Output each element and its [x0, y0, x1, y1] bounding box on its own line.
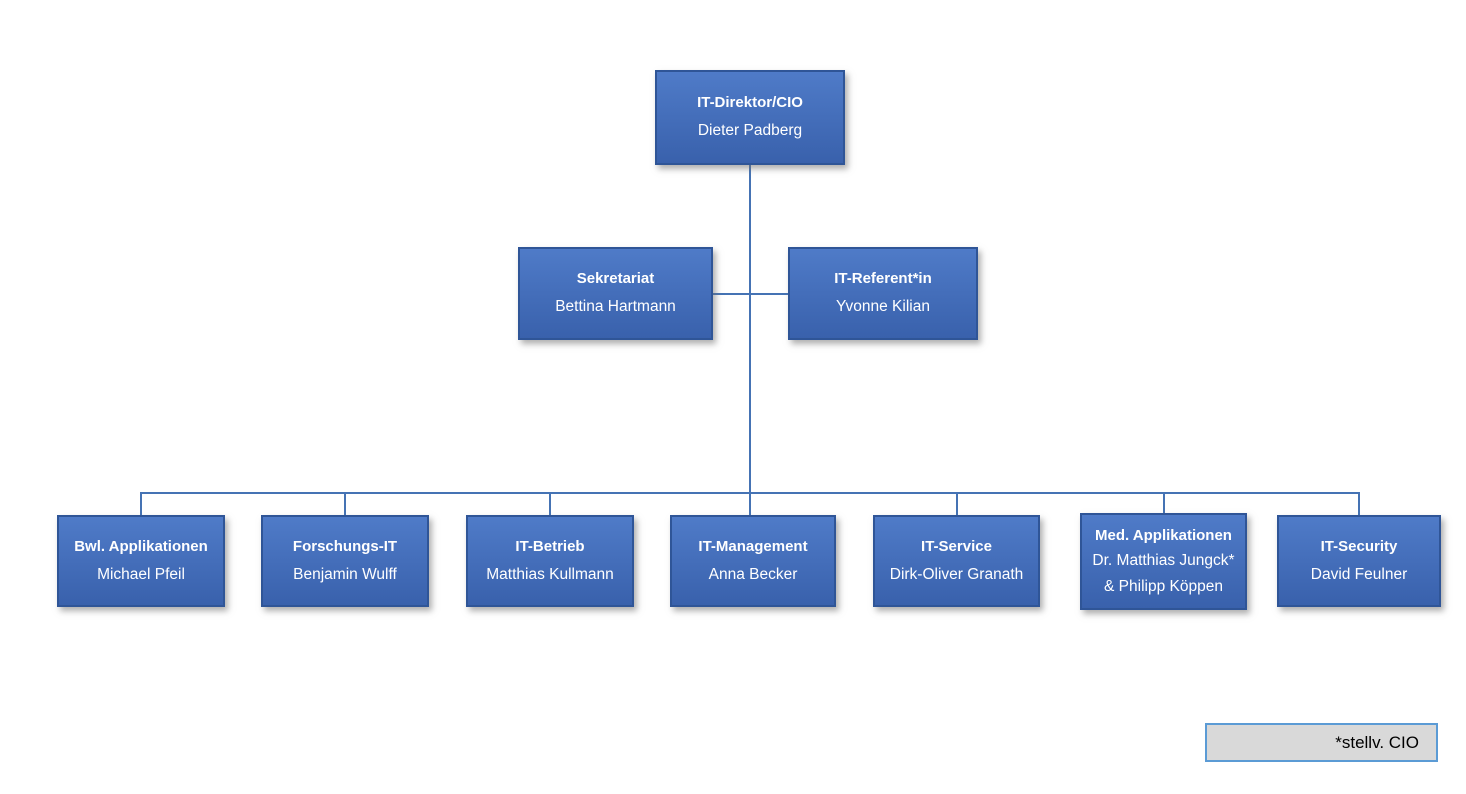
node-person: Matthias Kullmann	[486, 565, 614, 583]
org-node-it-management[interactable]: IT-Management Anna Becker	[670, 515, 836, 607]
connector-drop-it-security	[1358, 492, 1360, 516]
node-person: David Feulner	[1310, 565, 1408, 583]
org-node-it-betrieb[interactable]: IT-Betrieb Matthias Kullmann	[466, 515, 634, 607]
legend-label: *stellv. CIO	[1335, 732, 1419, 752]
node-title: Bwl. Applikationen	[74, 537, 208, 555]
org-node-it-service[interactable]: IT-Service Dirk-Oliver Granath	[873, 515, 1040, 607]
connector-drop-bwl-applikationen	[140, 492, 142, 516]
org-node-it-referent[interactable]: IT-Referent*in Yvonne Kilian	[788, 247, 978, 340]
connector-drop-med-applikationen	[1163, 492, 1165, 516]
node-person: Benjamin Wulff	[293, 565, 397, 583]
org-node-bwl-applikationen[interactable]: Bwl. Applikationen Michael Pfeil	[57, 515, 225, 607]
connector-drop-it-betrieb	[549, 492, 551, 516]
connector-drop-it-service	[956, 492, 958, 516]
node-title: IT-Service	[921, 537, 992, 555]
connector-drop-forschungs-it	[344, 492, 346, 516]
org-node-it-security[interactable]: IT-Security David Feulner	[1277, 515, 1441, 607]
connector-distribution-horizontal	[140, 492, 1360, 494]
node-person: Dirk-Oliver Granath	[889, 565, 1024, 583]
node-title: Med. Applikationen	[1095, 526, 1232, 544]
org-node-sekretariat[interactable]: Sekretariat Bettina Hartmann	[518, 247, 713, 340]
node-person: Bettina Hartmann	[555, 298, 676, 316]
node-person: Dr. Matthias Jungck*	[1092, 551, 1235, 569]
node-person-second: & Philipp Köppen	[1104, 577, 1223, 595]
node-title: IT-Management	[698, 537, 808, 555]
node-title: IT-Direktor/CIO	[697, 94, 803, 112]
connector-trunk-vertical	[749, 165, 751, 516]
node-title: IT-Security	[1320, 537, 1398, 555]
node-person: Yvonne Kilian	[836, 298, 930, 316]
node-person: Anna Becker	[708, 565, 798, 583]
node-person: Dieter Padberg	[697, 122, 803, 140]
node-title: Sekretariat	[576, 270, 655, 288]
node-title: IT-Betrieb	[515, 537, 585, 555]
node-person: Michael Pfeil	[97, 565, 185, 583]
node-title: IT-Referent*in	[834, 270, 932, 288]
connector-assistants-horizontal	[713, 293, 788, 295]
legend-stellv-cio-box[interactable]: *stellv. CIO	[1205, 723, 1438, 762]
org-node-med-applikationen[interactable]: Med. Applikationen Dr. Matthias Jungck* …	[1080, 513, 1247, 610]
org-node-forschungs-it[interactable]: Forschungs-IT Benjamin Wulff	[261, 515, 429, 607]
org-node-it-direktor-cio[interactable]: IT-Direktor/CIO Dieter Padberg	[655, 70, 845, 165]
node-title: Forschungs-IT	[292, 537, 398, 555]
